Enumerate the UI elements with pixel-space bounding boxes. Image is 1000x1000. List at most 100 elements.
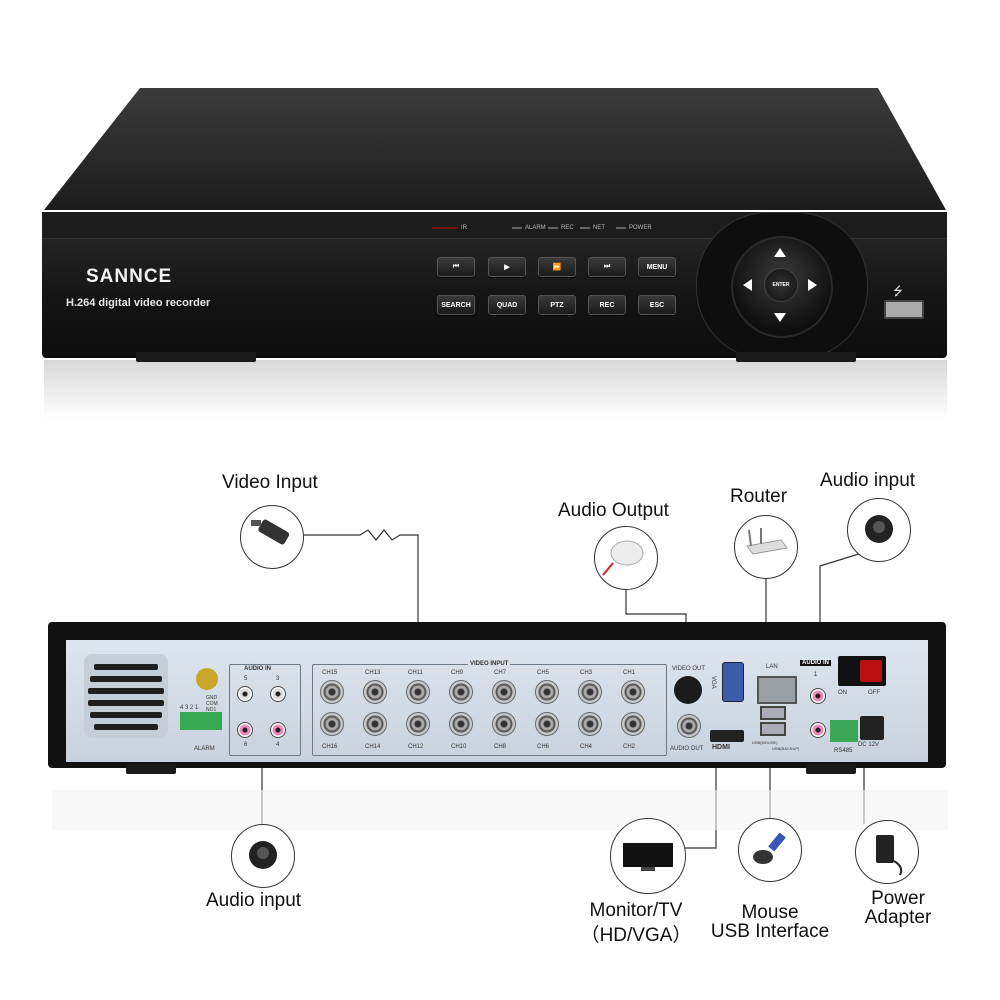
video-channel-label: CH9: [451, 670, 464, 676]
audio-in-right-jack[interactable]: [810, 688, 826, 704]
dc-power-jack[interactable]: [860, 716, 884, 740]
usb-backup-port[interactable]: [760, 722, 786, 736]
bnc-video-input-port[interactable]: [578, 712, 602, 736]
menu-button[interactable]: MENU: [638, 257, 676, 277]
bnc-video-input-port[interactable]: [621, 680, 645, 704]
rear-foot-left: [126, 764, 176, 774]
rec-button[interactable]: REC: [588, 295, 626, 315]
monitor-icon: [623, 843, 673, 871]
lan-label: LAN: [766, 664, 778, 670]
bnc-video-input-port[interactable]: [406, 680, 430, 704]
audio-out-port[interactable]: [677, 714, 701, 738]
next-button[interactable]: ⏭: [588, 257, 626, 277]
audio-input-top-label: Audio input: [820, 470, 916, 491]
switch-off-label: OFF: [868, 690, 880, 696]
video-channel-label: CH5: [537, 670, 550, 676]
bnc-video-input-port[interactable]: [492, 712, 516, 736]
monitor-circle: [610, 818, 686, 894]
video-out-port[interactable]: [674, 676, 702, 704]
power-rocker[interactable]: [860, 660, 882, 682]
audio-in-jack[interactable]: [237, 722, 253, 738]
power-switch[interactable]: [838, 656, 886, 686]
lan-port[interactable]: [757, 676, 797, 704]
bnc-video-input-port[interactable]: [320, 712, 344, 736]
rec-indicator: REC: [548, 225, 574, 231]
audio-in-jack[interactable]: [270, 686, 286, 702]
bnc-video-input-port[interactable]: [535, 712, 559, 736]
bnc-video-input-port[interactable]: [449, 680, 473, 704]
mouse-label-line2: USB Interface: [710, 921, 830, 942]
bnc-video-input-port[interactable]: [363, 712, 387, 736]
alarm-led: [512, 227, 522, 229]
video-channel-label: CH12: [408, 744, 424, 750]
bnc-video-input-port[interactable]: [363, 680, 387, 704]
rear-foot-right: [806, 764, 856, 774]
ir-indicator: IR: [432, 225, 467, 231]
router-label: Router: [730, 486, 788, 507]
mouse-circle: [738, 818, 802, 882]
search-button[interactable]: SEARCH: [437, 295, 475, 315]
video-input-group: [312, 664, 667, 756]
audio-in-port-label: 3: [276, 676, 280, 682]
play-button[interactable]: ▶: [488, 257, 526, 277]
monitor-label-line2: （HD/VGA）: [580, 925, 692, 946]
video-channel-label: CH3: [580, 670, 593, 676]
usb-mouse-port[interactable]: [760, 706, 786, 720]
ptz-button[interactable]: PTZ: [538, 295, 576, 315]
alarm-gnd-label: GND: [206, 695, 218, 701]
bullet-camera-icon: [251, 519, 290, 545]
power-adapter-icon: [876, 835, 903, 876]
rec-led: [548, 227, 558, 229]
bnc-video-input-port[interactable]: [535, 680, 559, 704]
power-indicator-label: POWER: [629, 225, 652, 231]
audio-output-circle: [594, 526, 658, 590]
foot-right: [736, 352, 856, 362]
left-arrow-icon[interactable]: [743, 279, 752, 291]
esc-button[interactable]: ESC: [638, 295, 676, 315]
dvr-front-view: SANNCE H.264 digital video recorder IR A…: [0, 0, 1000, 420]
alarm-label: ALARM: [194, 746, 215, 752]
bnc-video-input-port[interactable]: [621, 712, 645, 736]
power-led: [616, 227, 626, 229]
quad-button[interactable]: QUAD: [488, 295, 526, 315]
alarm-terminal-block[interactable]: [180, 712, 222, 730]
ground-screw: [196, 668, 218, 690]
bnc-video-input-port[interactable]: [492, 680, 516, 704]
video-channel-label: CH8: [494, 744, 507, 750]
audio-out-right-jack[interactable]: [810, 722, 826, 738]
switch-on-label: ON: [838, 690, 847, 696]
down-arrow-icon[interactable]: [774, 313, 786, 322]
rs485-terminal[interactable]: [830, 720, 858, 742]
video-channel-label: CH15: [322, 670, 338, 676]
audio-in-port-label: 6: [244, 742, 248, 748]
video-channel-label: CH6: [537, 744, 550, 750]
vga-port[interactable]: [722, 662, 744, 702]
audio-in-jack[interactable]: [237, 686, 253, 702]
microphone-icon: [865, 515, 893, 543]
audio-in-port-label: 5: [244, 676, 248, 682]
mouse-icon: [753, 832, 786, 864]
front-usb-port[interactable]: [884, 300, 924, 319]
bnc-video-input-port[interactable]: [406, 712, 430, 736]
hdmi-port[interactable]: [710, 730, 744, 742]
video-input-title: VIDEO INPUT: [468, 661, 511, 667]
usb-icon: ⭍: [893, 284, 903, 298]
prev-button[interactable]: ⏮: [437, 257, 475, 277]
fast-forward-button[interactable]: ⏩: [538, 257, 576, 277]
bnc-video-input-port[interactable]: [449, 712, 473, 736]
audio-in-jack[interactable]: [270, 722, 286, 738]
audio-in-group: [229, 664, 301, 756]
router-icon: [746, 528, 788, 555]
alarm-pin-numbers: 4 3 2 1: [180, 705, 199, 711]
right-arrow-icon[interactable]: [808, 279, 817, 291]
video-out-label: VIDEO OUT: [672, 666, 706, 672]
bnc-video-input-port[interactable]: [320, 680, 344, 704]
hdmi-label: HDMI: [712, 744, 730, 751]
bnc-video-input-port[interactable]: [578, 680, 602, 704]
video-channel-label: CH11: [408, 670, 423, 676]
enter-button[interactable]: ENTER: [764, 268, 798, 302]
audio-out-label: AUDIO OUT: [670, 746, 704, 752]
brand-logo: SANNCE: [86, 266, 173, 287]
up-arrow-icon[interactable]: [774, 248, 786, 257]
model-label: H.264 digital video recorder: [66, 297, 211, 309]
